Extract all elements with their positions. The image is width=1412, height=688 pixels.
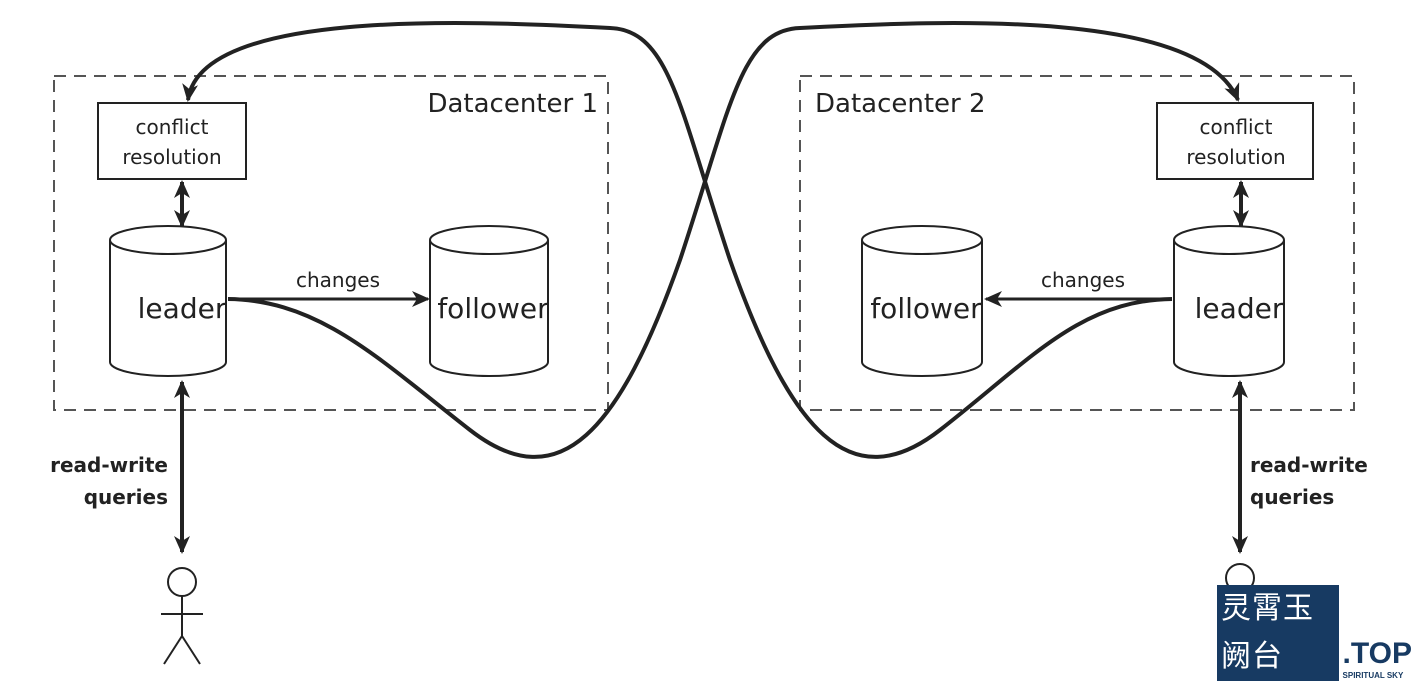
client-label-2-line1: read-write (1250, 453, 1368, 477)
client-label-1-line1: read-write (50, 453, 168, 477)
user-1-icon (161, 567, 203, 665)
datacenter-2-title: Datacenter 2 (815, 89, 986, 119)
datacenter-1-title: Datacenter 1 (427, 89, 598, 119)
conflict-box-1-line2: resolution (122, 145, 221, 169)
leader-1-label: leader (138, 292, 227, 325)
conflict-box-2-line2: resolution (1186, 145, 1285, 169)
conflict-box-1-line1: conflict (136, 115, 209, 139)
replication-curve-2-to-1 (182, 21, 1173, 459)
client-label-2-line2: queries (1250, 485, 1334, 509)
follower-1-label: follower (437, 292, 549, 325)
replication-curve-1-to-2 (227, 21, 1240, 459)
leader-2-database-icon (1173, 225, 1285, 377)
leader-2-label: leader (1195, 292, 1284, 325)
changes-label-1: changes (296, 268, 380, 292)
client-label-1-line2: queries (84, 485, 168, 509)
changes-label-2: changes (1041, 268, 1125, 292)
follower-2-database-icon (861, 225, 983, 377)
datacenter-2-boundary (799, 75, 1355, 411)
watermark-tagline: SPIRITUAL SKY (1342, 671, 1404, 680)
watermark-suffix: .TOP (1342, 637, 1412, 670)
conflict-resolution-box-1 (97, 102, 247, 180)
datacenter-1-boundary (53, 75, 609, 411)
leader-1-database-icon (109, 225, 227, 377)
watermark-logo: 灵霄玉阙台 .TOP SPIRITUAL SKY (1217, 585, 1412, 681)
follower-1-database-icon (429, 225, 549, 377)
follower-2-label: follower (870, 292, 982, 325)
watermark-brand: 灵霄玉阙台 (1217, 585, 1339, 681)
conflict-resolution-box-2 (1156, 102, 1314, 180)
conflict-box-2-line1: conflict (1200, 115, 1273, 139)
